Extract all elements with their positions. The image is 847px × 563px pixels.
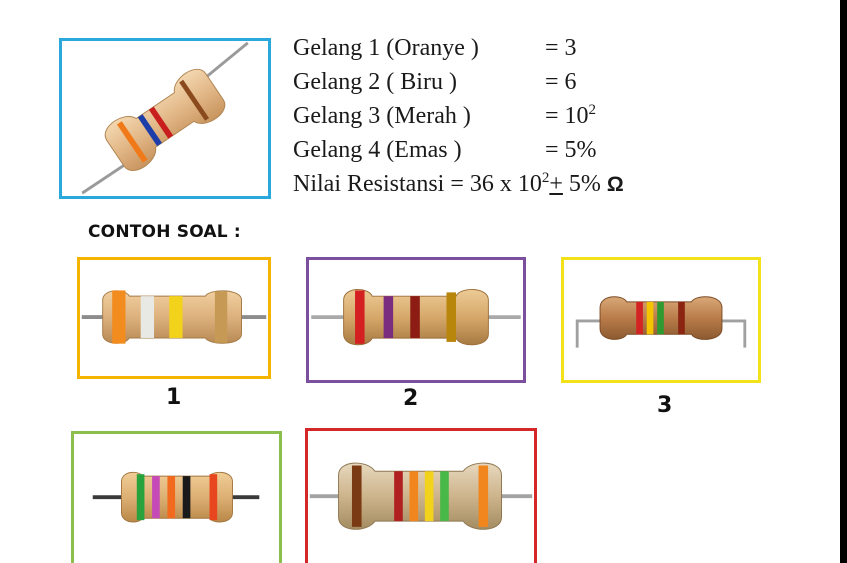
example-frame-1 <box>77 257 271 379</box>
section-heading: CONTOH SOAL : <box>88 222 241 242</box>
example-frame-4 <box>71 431 282 563</box>
sample-band <box>137 114 162 147</box>
band <box>657 301 664 335</box>
example-frame-5 <box>305 428 537 563</box>
result-exponent: 2 <box>541 170 550 186</box>
example-frame-2 <box>306 257 526 383</box>
example-number-3: 3 <box>657 393 673 418</box>
band <box>140 296 155 338</box>
band-value-base: = 10 <box>545 103 589 129</box>
band <box>410 296 420 339</box>
band <box>112 290 126 344</box>
band <box>636 301 643 335</box>
band-label: Gelang 4 (Emas ) <box>293 137 462 163</box>
sample-resistor-image <box>81 41 249 195</box>
band-label: Gelang 3 (Merah ) <box>293 103 471 129</box>
band <box>182 476 191 519</box>
band <box>214 291 228 343</box>
band <box>355 290 365 344</box>
band-value: = 102 <box>545 99 596 133</box>
sample-resistor-frame <box>59 38 271 199</box>
band-value: = 3 <box>545 35 577 61</box>
example-frame-3 <box>561 257 761 383</box>
band <box>209 474 218 521</box>
band <box>478 465 489 527</box>
resistor-image-1 <box>81 290 267 344</box>
band <box>394 471 403 522</box>
resistor-image-3 <box>575 296 747 348</box>
band <box>678 301 685 335</box>
ohm-symbol: Ω <box>606 173 624 196</box>
resistor-image-2 <box>311 289 521 346</box>
resistor-image-4 <box>92 471 260 523</box>
band-row: Gelang 4 (Emas ) = 5% <box>293 133 624 167</box>
sample-band <box>116 121 148 163</box>
sample-band <box>179 79 210 121</box>
band-values-list: Gelang 1 (Oranye ) = 3 Gelang 2 ( Biru ) =… <box>293 31 624 201</box>
band <box>440 471 449 522</box>
band <box>152 476 160 519</box>
band <box>646 301 654 335</box>
band <box>446 292 456 342</box>
band <box>383 296 394 339</box>
resistor-image-5 <box>309 462 533 530</box>
band-label: Gelang 2 ( Biru ) <box>293 69 457 95</box>
band-value-exponent: 2 <box>588 102 597 118</box>
band-row: Gelang 1 (Oranye ) = 3 <box>293 31 624 65</box>
band-value: = 6 <box>545 69 577 95</box>
plus-minus-symbol: + <box>549 171 563 197</box>
sample-band <box>148 106 174 139</box>
result-suffix: 5% <box>562 171 607 197</box>
band-value: = 5% <box>545 137 597 163</box>
result-prefix: Nilai Resistansi = 36 x 10 <box>293 171 542 197</box>
band-row: Gelang 2 ( Biru ) = 6 <box>293 65 624 99</box>
band <box>136 474 145 521</box>
band <box>351 465 362 527</box>
band-label: Gelang 1 (Oranye ) <box>293 35 479 61</box>
band <box>424 471 434 522</box>
band-row: Gelang 3 (Merah ) = 102 <box>293 99 624 133</box>
band <box>169 296 183 338</box>
example-number-2: 2 <box>403 386 419 411</box>
band <box>409 471 419 522</box>
example-number-1: 1 <box>166 385 182 410</box>
resistance-result: Nilai Resistansi = 36 x 102+ 5% Ω <box>293 167 624 201</box>
band <box>167 476 176 519</box>
